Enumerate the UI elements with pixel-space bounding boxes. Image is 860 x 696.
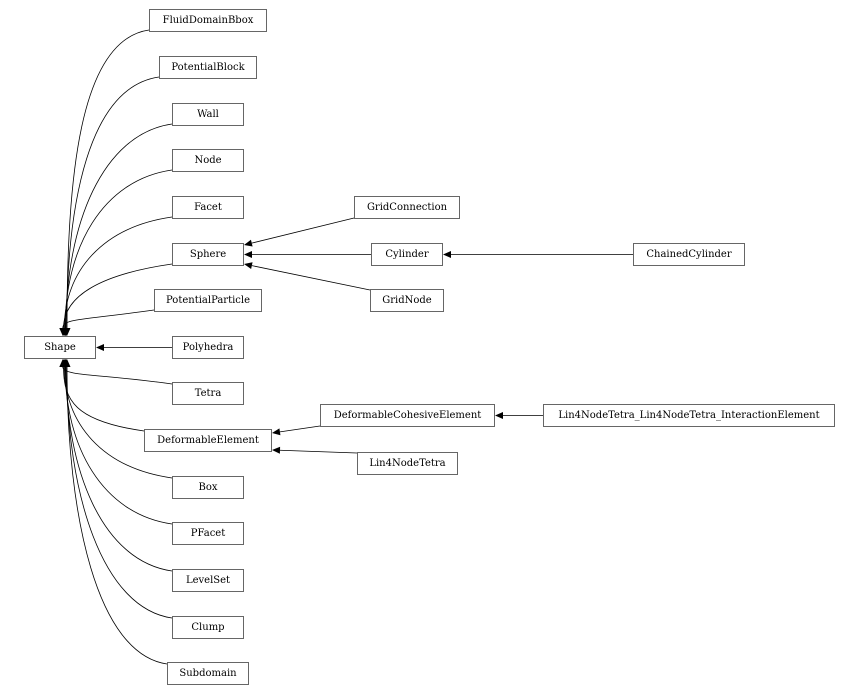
class-node-level-set[interactable]: LevelSet	[172, 569, 244, 592]
edge-box-to-shape	[63, 366, 173, 479]
class-node-tetra[interactable]: Tetra	[172, 382, 244, 405]
class-node-node[interactable]: Node	[172, 149, 244, 172]
edge-fluid-domain-bbox-to-shape	[66, 29, 150, 329]
edge-polyhedra-to-shape-arrowhead	[96, 344, 104, 351]
edge-potential-particle-to-shape	[62, 309, 155, 329]
edge-grid-connection-to-sphere-arrowhead	[244, 239, 253, 247]
class-node-chained-cylinder[interactable]: ChainedCylinder	[633, 243, 745, 266]
edge-grid-node-to-sphere-arrowhead	[244, 262, 253, 270]
edge-clump-to-shape	[66, 366, 173, 619]
edge-potential-block-to-shape	[66, 76, 160, 329]
edge-node-to-shape	[64, 169, 173, 329]
class-node-clump[interactable]: Clump	[172, 616, 244, 639]
edge-subdomain-to-shape	[66, 366, 168, 665]
class-node-wall[interactable]: Wall	[172, 103, 244, 126]
class-node-facet[interactable]: Facet	[172, 196, 244, 219]
class-node-grid-node[interactable]: GridNode	[370, 289, 444, 312]
class-node-polyhedra[interactable]: Polyhedra	[172, 336, 244, 359]
edge-chained-cylinder-to-cylinder-arrowhead	[443, 251, 451, 258]
edge-lin4-node-tetra-to-deformable-element-arrowhead	[272, 446, 281, 454]
class-node-shape[interactable]: Shape	[24, 336, 96, 359]
edge-sphere-to-shape	[63, 263, 173, 329]
edge-lin4-node-tetra-lin4-node-tetra-interaction-element-to-deformable-cohesive-element-arrowhead	[495, 412, 503, 419]
class-node-grid-connection[interactable]: GridConnection	[354, 196, 460, 219]
edge-grid-connection-to-sphere	[251, 217, 355, 244]
edge-level-set-to-shape	[65, 366, 173, 572]
class-node-box[interactable]: Box	[172, 476, 244, 499]
edge-cylinder-to-sphere-arrowhead	[244, 251, 252, 258]
class-node-subdomain[interactable]: Subdomain	[167, 662, 249, 685]
class-node-cylinder[interactable]: Cylinder	[371, 243, 443, 266]
edge-tetra-to-shape	[62, 366, 173, 385]
class-node-pfacet[interactable]: PFacet	[172, 522, 244, 545]
edge-grid-node-to-sphere	[251, 265, 371, 291]
class-node-lin4-node-tetra-lin4-node-tetra-interaction-element[interactable]: Lin4NodeTetra_Lin4NodeTetra_InteractionE…	[543, 404, 835, 427]
edge-deformable-cohesive-element-to-deformable-element-arrowhead	[272, 428, 281, 436]
class-node-fluid-domain-bbox[interactable]: FluidDomainBbox	[149, 9, 267, 32]
edge-deformable-element-to-shape	[63, 366, 145, 432]
class-node-lin4-node-tetra[interactable]: Lin4NodeTetra	[357, 452, 458, 475]
class-node-potential-block[interactable]: PotentialBlock	[159, 56, 257, 79]
class-node-sphere[interactable]: Sphere	[172, 243, 244, 266]
edge-subdomain-to-shape-arrowhead	[63, 359, 71, 367]
edge-potential-particle-to-shape-arrowhead	[59, 328, 67, 336]
class-node-deformable-cohesive-element[interactable]: DeformableCohesiveElement	[320, 404, 495, 427]
class-node-potential-particle[interactable]: PotentialParticle	[154, 289, 262, 312]
edge-lin4-node-tetra-to-deformable-element	[279, 449, 358, 454]
edge-facet-to-shape	[63, 216, 173, 329]
edge-deformable-cohesive-element-to-deformable-element	[279, 425, 321, 433]
class-node-deformable-element[interactable]: DeformableElement	[144, 429, 272, 452]
